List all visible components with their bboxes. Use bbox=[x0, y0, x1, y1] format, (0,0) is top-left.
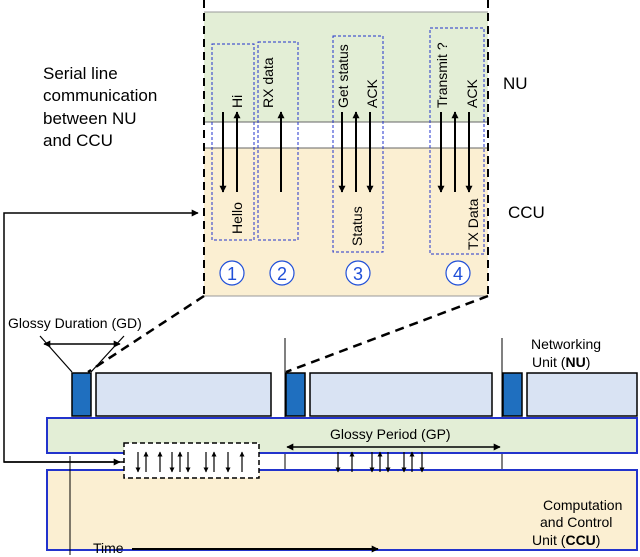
caption-line-1: Serial line bbox=[43, 64, 118, 83]
gd-funnel-left bbox=[39, 335, 73, 373]
caption-line-4: and CCU bbox=[43, 131, 113, 150]
msg-ack-4: ACK bbox=[464, 79, 480, 108]
caption-line-2: communication bbox=[43, 86, 157, 105]
glossy-slot-1 bbox=[71, 372, 92, 417]
time-label: Time bbox=[93, 540, 124, 556]
ccu-zone-label: CCU bbox=[508, 203, 545, 222]
busy-slot-3 bbox=[526, 372, 638, 417]
exchange-circle-1 bbox=[219, 260, 245, 286]
ccu-band bbox=[46, 469, 638, 551]
msg-ack-3: ACK bbox=[364, 79, 380, 108]
msg-status: Status bbox=[349, 206, 365, 246]
exchange-box-3 bbox=[332, 35, 384, 253]
gd-funnel-right bbox=[90, 335, 125, 373]
exchange-circle-3 bbox=[345, 260, 371, 286]
exchange-number-3: 3 bbox=[353, 264, 363, 284]
msg-hi: Hi bbox=[229, 95, 245, 108]
glossy-slot-2 bbox=[285, 372, 306, 417]
zoom-projection-right bbox=[285, 294, 489, 374]
serial-burst-2 bbox=[335, 451, 425, 473]
ccu-unit-label-line1: Computation bbox=[543, 497, 622, 513]
msg-transmit: Transmit ? bbox=[434, 42, 450, 108]
exchange-number-1: 1 bbox=[227, 264, 237, 284]
serial-burst-1 bbox=[135, 451, 245, 473]
msg-hello: Hello bbox=[229, 202, 245, 234]
ccu-unit-label-line2: and Control bbox=[540, 514, 612, 530]
serial-burst-highlight bbox=[123, 442, 260, 479]
exchange-box-2 bbox=[257, 41, 299, 241]
nu-unit-label-line2: Unit (NU) bbox=[532, 354, 590, 370]
busy-slot-1 bbox=[95, 372, 272, 417]
exchange-circle-2 bbox=[269, 260, 295, 286]
glossy-period-label: Glossy Period (GP) bbox=[330, 426, 451, 442]
nu-zone bbox=[204, 12, 488, 122]
gap-zone bbox=[204, 122, 488, 148]
exchange-box-4 bbox=[429, 27, 485, 255]
glossy-slot-3 bbox=[502, 372, 523, 417]
nu-zone-label: NU bbox=[503, 74, 528, 93]
exchange-box-1 bbox=[211, 43, 255, 241]
nu-unit-label-line1: Networking bbox=[531, 336, 601, 352]
busy-slot-2 bbox=[309, 372, 493, 417]
msg-tx-data: TX Data bbox=[465, 198, 481, 250]
ccu-unit-label-line3: Unit (CCU) bbox=[532, 532, 600, 548]
exchange-circle-4 bbox=[445, 260, 471, 286]
glossy-duration-label: Glossy Duration (GD) bbox=[8, 315, 142, 331]
caption-line-3: between NU bbox=[43, 109, 137, 128]
msg-rx-data: RX data bbox=[260, 57, 276, 108]
glossy-period-label-bg bbox=[325, 424, 475, 442]
exchange-number-4: 4 bbox=[453, 264, 463, 284]
zoom-projection-left bbox=[87, 294, 205, 374]
msg-get-status: Get status bbox=[335, 44, 351, 108]
exchange-number-2: 2 bbox=[277, 264, 287, 284]
